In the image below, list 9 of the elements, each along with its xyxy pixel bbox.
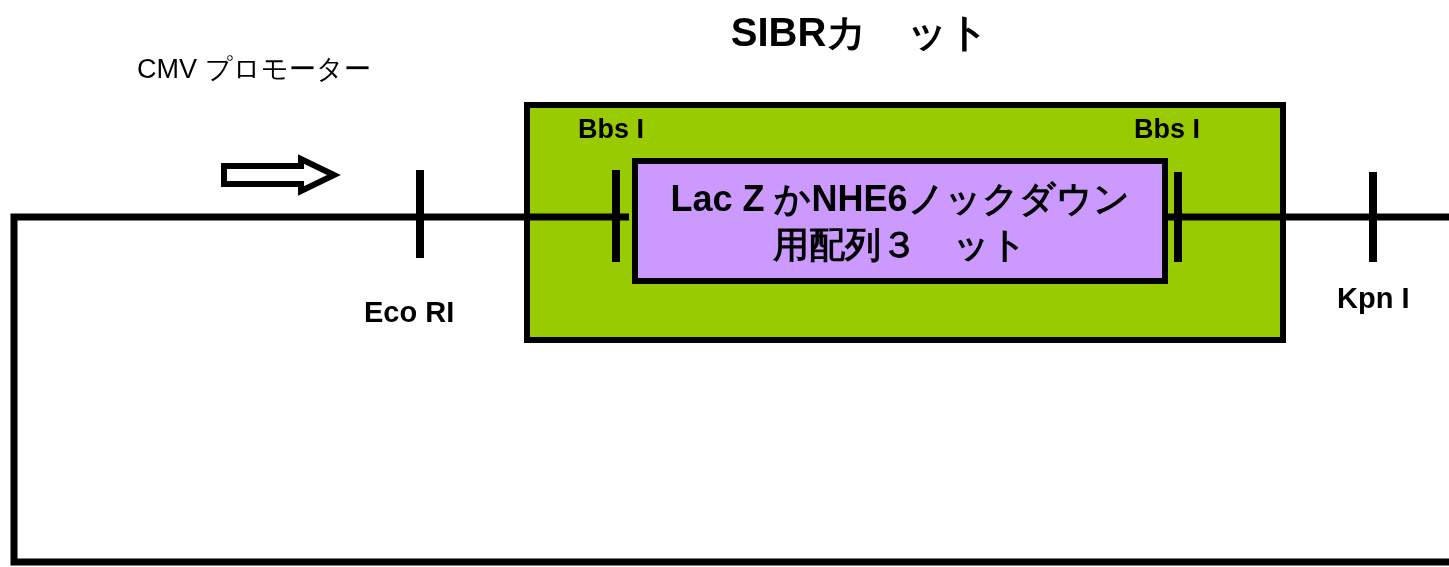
cassette-box <box>524 102 1286 343</box>
promoter-label: CMV プロモーター <box>137 53 372 86</box>
insert-label: Lac Z かNHE6ノックダウン用配列３ ット <box>669 177 1131 267</box>
title: SIBRカ ット <box>729 12 991 52</box>
insert-box <box>632 158 1168 284</box>
site-label: Eco RI <box>364 298 455 327</box>
site-label: Bbs I <box>1134 116 1200 143</box>
site-label: Kpn I <box>1337 284 1410 313</box>
site-label: Bbs I <box>578 116 644 143</box>
